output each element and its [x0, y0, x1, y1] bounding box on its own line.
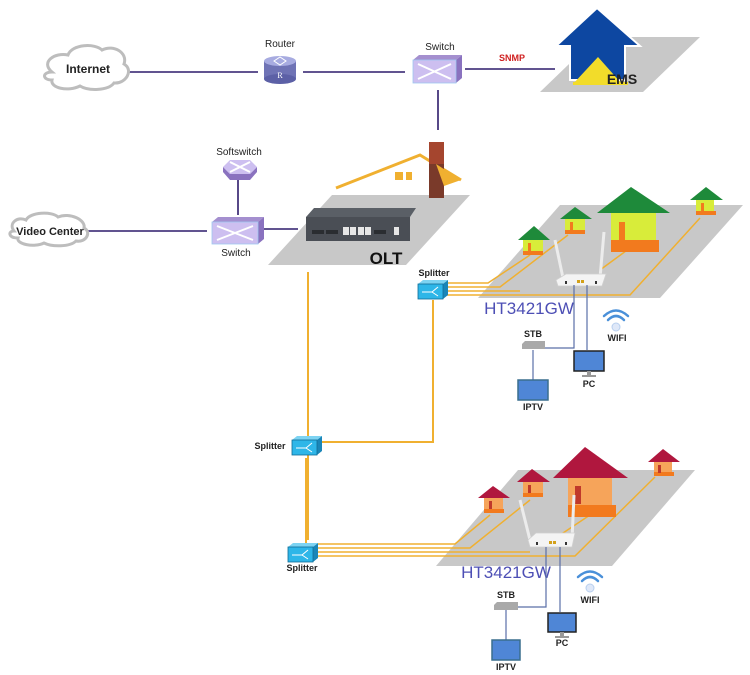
video-center-cloud[interactable]: Video Center — [8, 211, 90, 248]
iptv-icon[interactable] — [517, 379, 549, 401]
stb-icon[interactable] — [522, 341, 545, 349]
house-icon — [517, 469, 550, 497]
pc-label: PC — [556, 638, 569, 648]
wifi-label: WIFI — [608, 333, 627, 343]
pc-icon[interactable] — [573, 350, 605, 377]
pc-icon[interactable] — [547, 612, 577, 638]
stb-label: STB — [524, 329, 543, 339]
video-center-label: Video Center — [16, 226, 84, 238]
olt[interactable]: OLT — [268, 142, 470, 268]
switch-icon — [211, 217, 264, 245]
site-1: HT3421GW STB IPTV PC WIFI — [444, 187, 743, 412]
iptv-icon[interactable] — [491, 639, 521, 661]
internet-label: Internet — [66, 62, 110, 76]
core-switch-label: Switch — [425, 42, 454, 53]
splitter-label: Splitter — [254, 441, 286, 451]
splitter-middle[interactable]: Splitter — [254, 436, 322, 456]
switch-icon — [412, 55, 462, 84]
splitter-label: Splitter — [286, 563, 318, 573]
ems[interactable]: EMS — [540, 6, 700, 92]
splitter-icon — [417, 280, 448, 300]
softswitch-label: Softswitch — [216, 147, 262, 158]
iptv-label: IPTV — [496, 662, 516, 672]
site-platform — [478, 205, 743, 298]
core-switch[interactable]: Switch — [412, 42, 462, 84]
splitter-bottom[interactable]: Splitter — [286, 543, 318, 573]
lan-links — [532, 285, 588, 380]
ethernet-links — [88, 68, 555, 232]
fiber-top-mid — [320, 300, 434, 443]
wifi-label: WIFI — [581, 595, 600, 605]
gateway-label: HT3421GW — [461, 563, 551, 582]
gateway-device-icon[interactable] — [518, 494, 576, 548]
house-icon — [478, 486, 510, 513]
house-roof-icon — [335, 142, 462, 198]
stb-label: STB — [497, 590, 516, 600]
internet-cloud[interactable]: Internet — [43, 44, 130, 91]
iptv-label: IPTV — [523, 402, 543, 412]
gateway-label: HT3421GW — [484, 299, 574, 318]
house-icon — [690, 187, 723, 215]
house-icon — [597, 187, 670, 252]
ems-label: EMS — [607, 71, 637, 87]
drop-fibers — [318, 476, 656, 557]
house-icon — [648, 449, 680, 476]
olt-label: OLT — [370, 249, 403, 268]
softswitch[interactable]: Softswitch — [216, 147, 262, 180]
cloud-icon — [8, 211, 90, 248]
softswitch-icon — [223, 160, 257, 180]
svg-text:R: R — [277, 71, 283, 80]
ems-house-icon — [553, 6, 643, 85]
stb-icon[interactable] — [494, 602, 518, 610]
olt-device-icon — [306, 208, 416, 241]
pc-label: PC — [583, 379, 596, 389]
house-icon — [560, 207, 592, 234]
site-2: HT3421GW STB IPTV PC WIFI — [318, 447, 695, 672]
router-icon: R — [264, 56, 296, 84]
snmp-label: SNMP — [499, 53, 525, 63]
wifi-icon — [602, 309, 630, 332]
cloud-icon — [43, 44, 130, 91]
splitter-top[interactable]: Splitter — [417, 268, 450, 300]
router-label: Router — [265, 39, 296, 50]
house-icon — [518, 226, 550, 255]
gateway-device-icon[interactable] — [553, 231, 607, 287]
splitter-icon — [287, 543, 318, 563]
access-switch-label: Switch — [221, 248, 250, 259]
lan-links — [505, 547, 561, 640]
splitter-icon — [291, 436, 322, 456]
splitter-label: Splitter — [418, 268, 450, 278]
access-switch[interactable]: Switch — [211, 217, 264, 259]
house-icon — [553, 447, 628, 517]
router[interactable]: Router R — [264, 39, 296, 84]
wifi-icon — [576, 570, 604, 593]
fiber-links — [305, 272, 434, 545]
